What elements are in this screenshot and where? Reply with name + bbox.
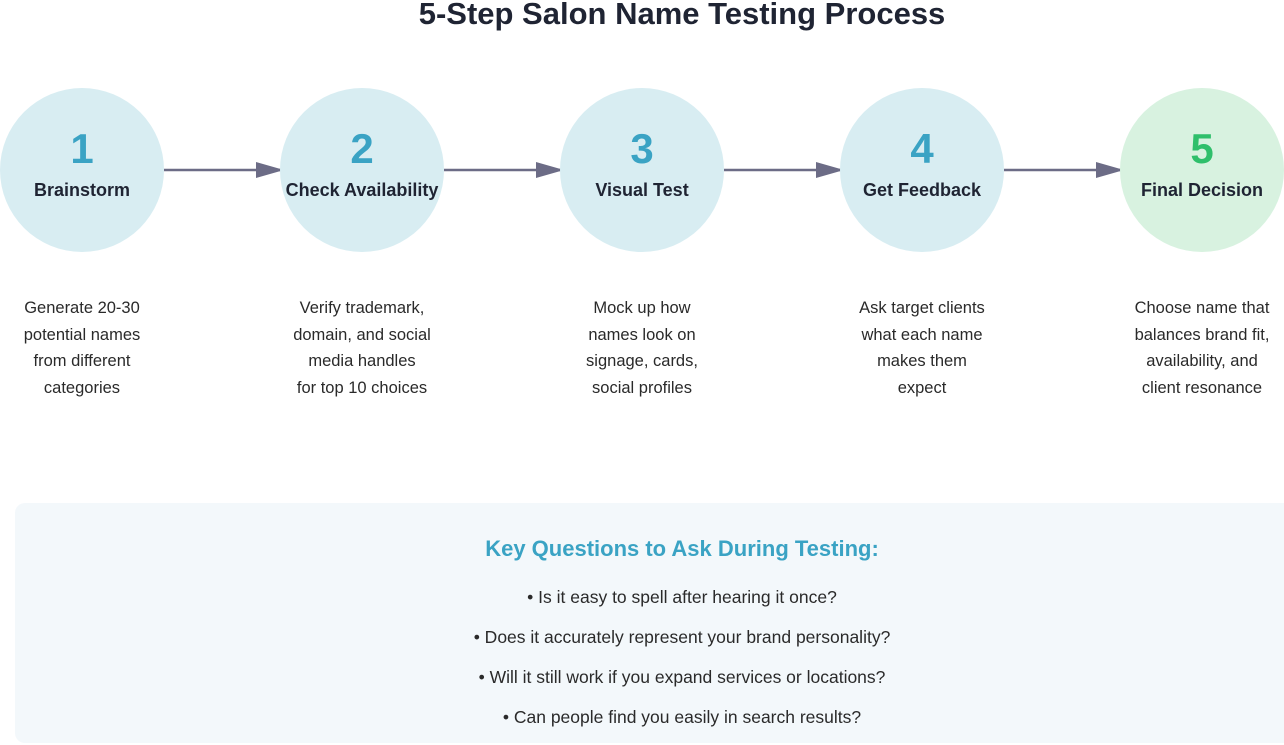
step-2-label: Check Availability	[285, 180, 439, 200]
step-5-desc-line: Choose name that	[1134, 299, 1270, 317]
step-3: 3 Visual Test Mock up how names look on …	[560, 88, 724, 397]
step-5-desc-line: client resonance	[1141, 379, 1263, 398]
step-4-desc-line: makes them	[877, 352, 967, 371]
step-5-desc-line: availability, and	[1146, 352, 1258, 371]
step-5-desc-line: balances brand fit,	[1134, 325, 1270, 344]
step-3-desc-line: social profiles	[592, 379, 692, 398]
key-question-item: • Can people find you easily in search r…	[502, 707, 862, 727]
step-1: 1 Brainstorm Generate 20-30 potential na…	[0, 88, 164, 397]
step-2-desc-line: Verify trademark,	[299, 299, 425, 317]
key-questions-list: • Is it easy to spell after hearing it o…	[15, 585, 1284, 745]
step-4-desc-line: Ask target clients	[859, 299, 985, 317]
step-4-desc-line: expect	[897, 379, 947, 398]
step-2-desc-line: media handles	[308, 352, 416, 371]
step-2-description: Verify trademark, domain, and social med…	[270, 295, 454, 402]
step-4-circle: 4 Get Feedback	[840, 88, 1004, 252]
step-4-description: Ask target clients what each name makes …	[830, 295, 1014, 402]
step-1-desc-line: categories	[43, 379, 121, 398]
step-3-desc-line: Mock up how	[593, 299, 691, 317]
step-5-circle: 5 Final Decision	[1120, 88, 1284, 252]
step-2: 2 Check Availability Verify trademark, d…	[280, 88, 444, 397]
step-4-label: Get Feedback	[862, 180, 982, 200]
step-4-number: 4	[910, 125, 934, 172]
step-2-desc-line: domain, and social	[293, 325, 431, 344]
step-3-number: 3	[630, 125, 654, 172]
step-1-label: Brainstorm	[33, 180, 131, 200]
key-questions-panel	[15, 503, 1284, 743]
step-1-desc-line: potential names	[23, 325, 141, 344]
step-2-number: 2	[350, 125, 374, 172]
key-questions-title: Key Questions to Ask During Testing:	[485, 536, 879, 561]
step-1-desc-line: from different	[33, 352, 131, 371]
step-4-desc-line: what each name	[861, 325, 983, 344]
step-1-number: 1	[70, 125, 94, 172]
step-3-label: Visual Test	[595, 180, 689, 200]
step-4: 4 Get Feedback Ask target clients what e…	[840, 88, 1004, 397]
step-2-desc-line: for top 10 choices	[296, 379, 428, 398]
step-2-circle: 2 Check Availability	[280, 88, 444, 252]
key-question-item: • Is it easy to spell after hearing it o…	[527, 587, 837, 607]
key-question-item: • Does it accurately represent your bran…	[473, 627, 891, 647]
step-1-circle: 1 Brainstorm	[0, 88, 164, 252]
step-5: 5 Final Decision Choose name that balanc…	[1120, 88, 1284, 397]
step-5-description: Choose name that balances brand fit, ava…	[1110, 295, 1284, 402]
step-3-desc-line: signage, cards,	[586, 352, 698, 371]
step-1-description: Generate 20-30 potential names from diff…	[0, 295, 174, 402]
step-5-label: Final Decision	[1140, 180, 1264, 200]
step-3-circle: 3 Visual Test	[560, 88, 724, 252]
step-3-desc-line: names look on	[588, 325, 696, 344]
step-1-desc-line: Generate 20-30	[24, 299, 140, 317]
diagram-title: 5-Step Salon Name Testing Process	[418, 0, 946, 31]
step-5-number: 5	[1190, 125, 1214, 172]
step-3-description: Mock up how names look on signage, cards…	[550, 295, 734, 402]
key-question-item: • Will it still work if you expand servi…	[478, 667, 886, 687]
